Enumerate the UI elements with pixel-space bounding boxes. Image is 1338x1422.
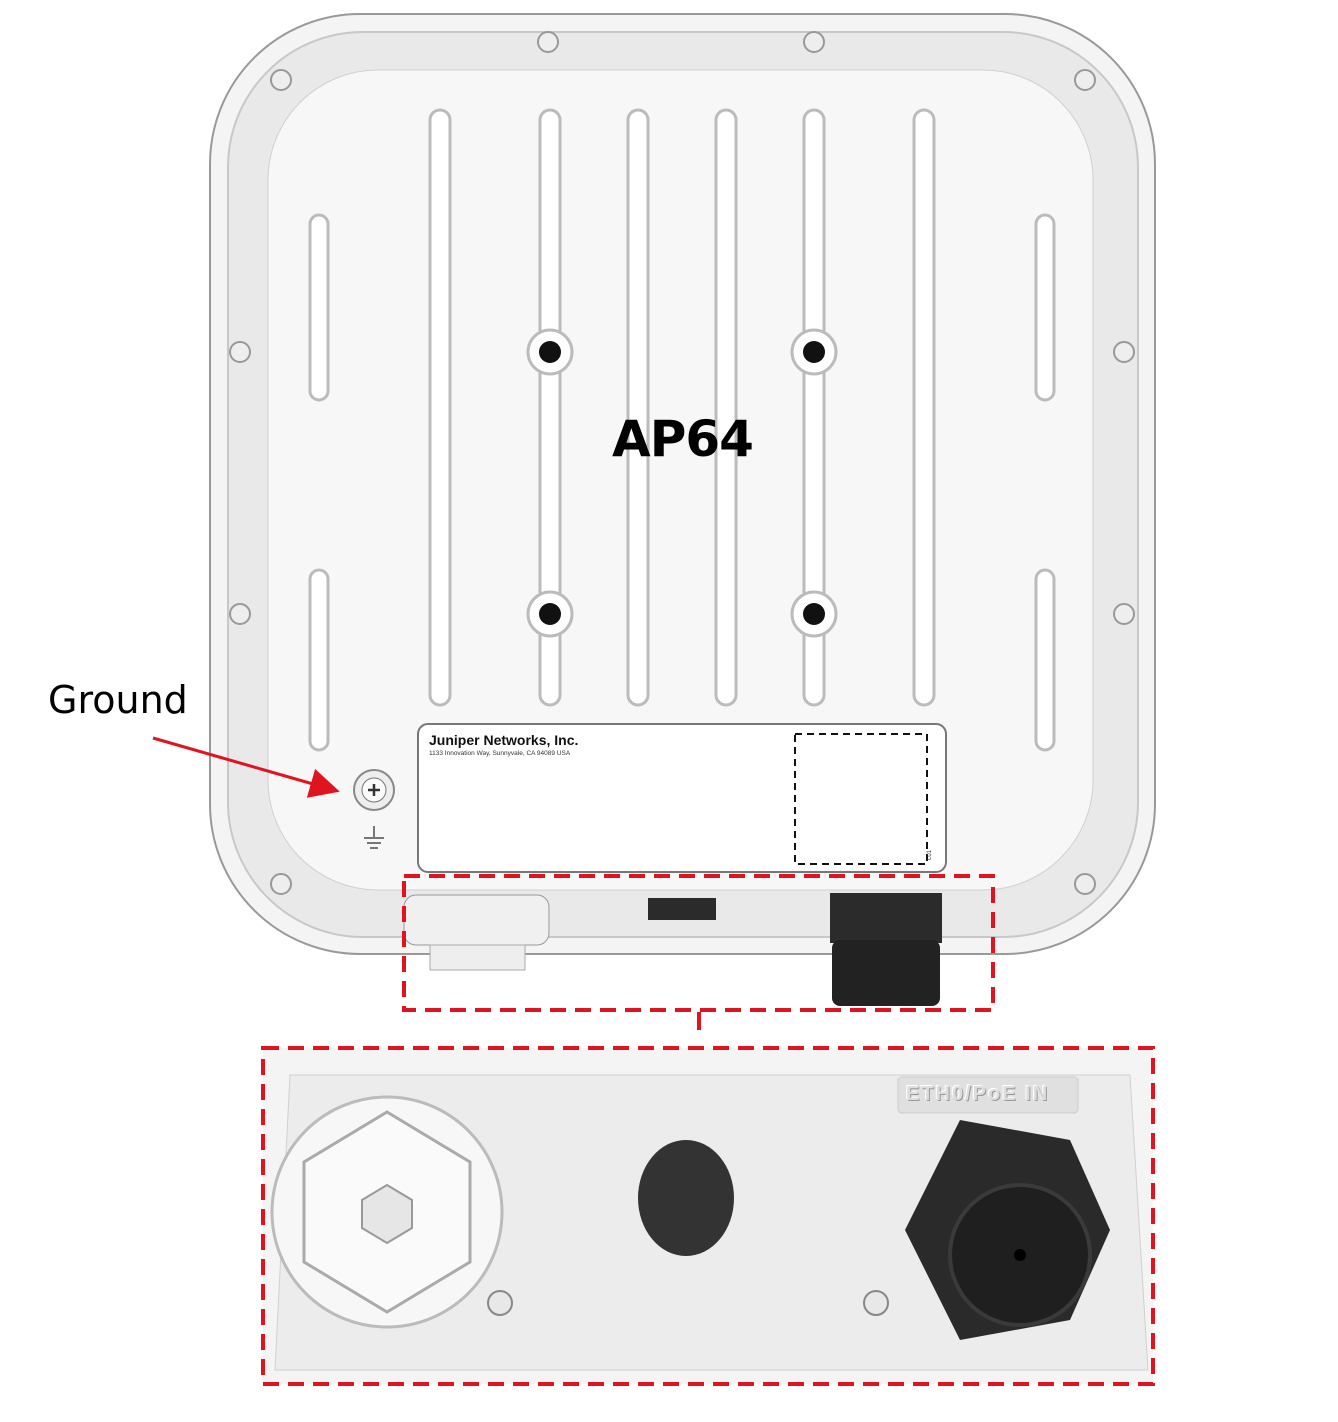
product-label <box>417 723 947 873</box>
label-code: L01 <box>927 849 934 861</box>
heat-fins <box>308 108 1056 752</box>
label-company: Juniper Networks, Inc. <box>429 732 579 748</box>
highlight-box-bottom-ports <box>402 874 995 1012</box>
ground-callout-label: Ground <box>48 678 188 722</box>
ground-screw-icon <box>353 769 395 811</box>
model-label: AP64 <box>612 410 754 468</box>
ground-arrow <box>152 736 340 798</box>
ground-symbol-icon <box>364 826 384 849</box>
label-barcode-area <box>794 733 928 865</box>
bottom-connectors <box>403 893 942 1006</box>
port-label: ETH0/PoE IN <box>906 1083 1050 1105</box>
mount-holes <box>526 328 838 638</box>
mounting-tabs <box>229 31 1135 895</box>
highlight-box-zoom <box>261 1046 1155 1386</box>
label-address: 1133 Innovation Way, Sunnyvale, CA 94089… <box>429 750 571 757</box>
zoomed-bottom-view <box>263 1048 1153 1384</box>
